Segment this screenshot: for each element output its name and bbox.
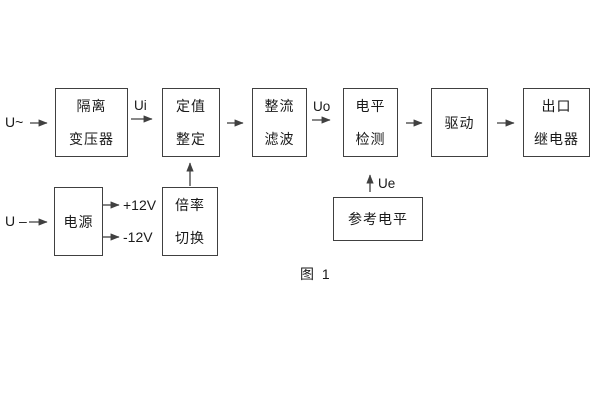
block-drive: 驱动 (431, 88, 488, 157)
block-text: 整流 (264, 98, 295, 114)
block-reference-level: 参考电平 (333, 197, 423, 241)
label-input-ac: U~ (5, 114, 24, 130)
label-plus-12v: +12V (123, 197, 157, 213)
block-text: 倍率 (175, 197, 205, 213)
block-text: 出口 (541, 98, 572, 114)
label-uo: Uo (313, 99, 331, 114)
block-isolation-transformer: 隔离 变压器 (55, 88, 128, 157)
block-output-relay: 出口 继电器 (523, 88, 590, 157)
block-power-supply: 电源 (54, 187, 103, 256)
block-text: 参考电平 (348, 211, 408, 227)
block-text: 电源 (63, 213, 94, 230)
block-text: 驱动 (444, 114, 475, 131)
block-text: 切换 (175, 230, 205, 246)
block-text: 整定 (176, 131, 206, 147)
block-rectify-filter: 整流 滤波 (252, 88, 307, 157)
label-ui: Ui (134, 98, 147, 113)
figure-caption: 图 1 (300, 266, 332, 282)
block-text: 检测 (355, 131, 386, 147)
block-text: 变压器 (69, 131, 114, 147)
block-level-detect: 电平 检测 (343, 88, 398, 157)
label-minus-12v: -12V (123, 229, 153, 245)
block-text: 滤波 (264, 131, 295, 147)
label-ue: Ue (378, 176, 396, 191)
block-text: 电平 (355, 98, 386, 114)
block-text: 定值 (176, 98, 206, 114)
label-input-dc: U – (5, 213, 27, 229)
block-text: 继电器 (534, 131, 579, 147)
block-ratio-switch: 倍率 切换 (162, 187, 218, 256)
block-setting-adjust: 定值 整定 (162, 88, 220, 157)
block-text: 隔离 (76, 98, 107, 114)
